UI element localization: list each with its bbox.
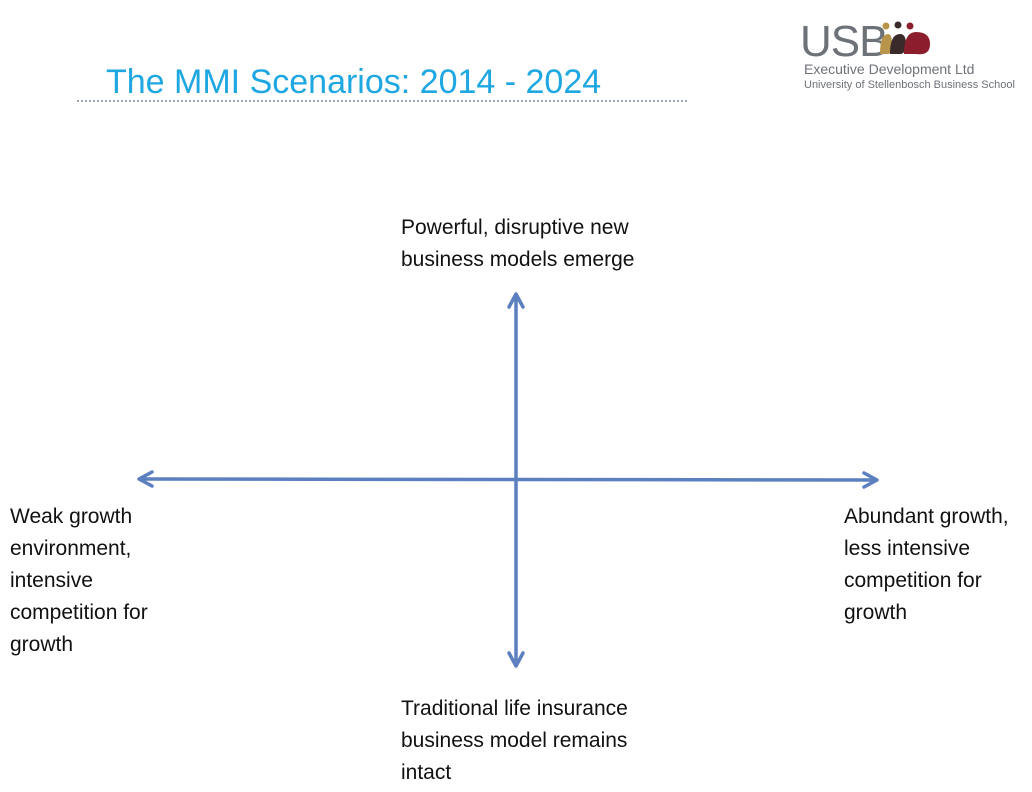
logo-dot-2 bbox=[894, 21, 902, 29]
page-title: The MMI Scenarios: 2014 - 2024 bbox=[106, 63, 602, 101]
logo-figure-1 bbox=[880, 34, 892, 54]
logo-dot-3 bbox=[906, 22, 914, 30]
vertical-axis-down-arrowhead bbox=[507, 651, 525, 668]
axis-label-top: Powerful, disruptive new business models… bbox=[401, 216, 635, 271]
title-underline bbox=[77, 100, 687, 102]
horizontal-axis-left-arrowhead bbox=[137, 470, 154, 488]
logo-people-icon bbox=[880, 21, 930, 55]
logo-figure-2 bbox=[890, 34, 906, 54]
horizontal-axis-right-arrowhead bbox=[862, 471, 879, 489]
vertical-axis-up-arrowhead bbox=[507, 292, 525, 309]
logo-dot-1 bbox=[882, 22, 890, 30]
logo-tagline: Executive Development Ltd bbox=[804, 61, 975, 77]
usb-logo: USB Executive Development Ltd University… bbox=[800, 20, 1028, 98]
logo-wordmark: USB bbox=[800, 17, 888, 66]
horizontal-axis bbox=[141, 477, 875, 482]
axis-label-left: Weak growth environment, intensive compe… bbox=[10, 505, 148, 656]
axis-label-right: Abundant growth, less intensive competit… bbox=[844, 505, 1009, 624]
axis-label-bottom: Traditional life insurance business mode… bbox=[401, 697, 628, 784]
logo-figure-3 bbox=[904, 32, 930, 55]
logo-subtagline: University of Stellenbosch Business Scho… bbox=[804, 79, 1015, 91]
